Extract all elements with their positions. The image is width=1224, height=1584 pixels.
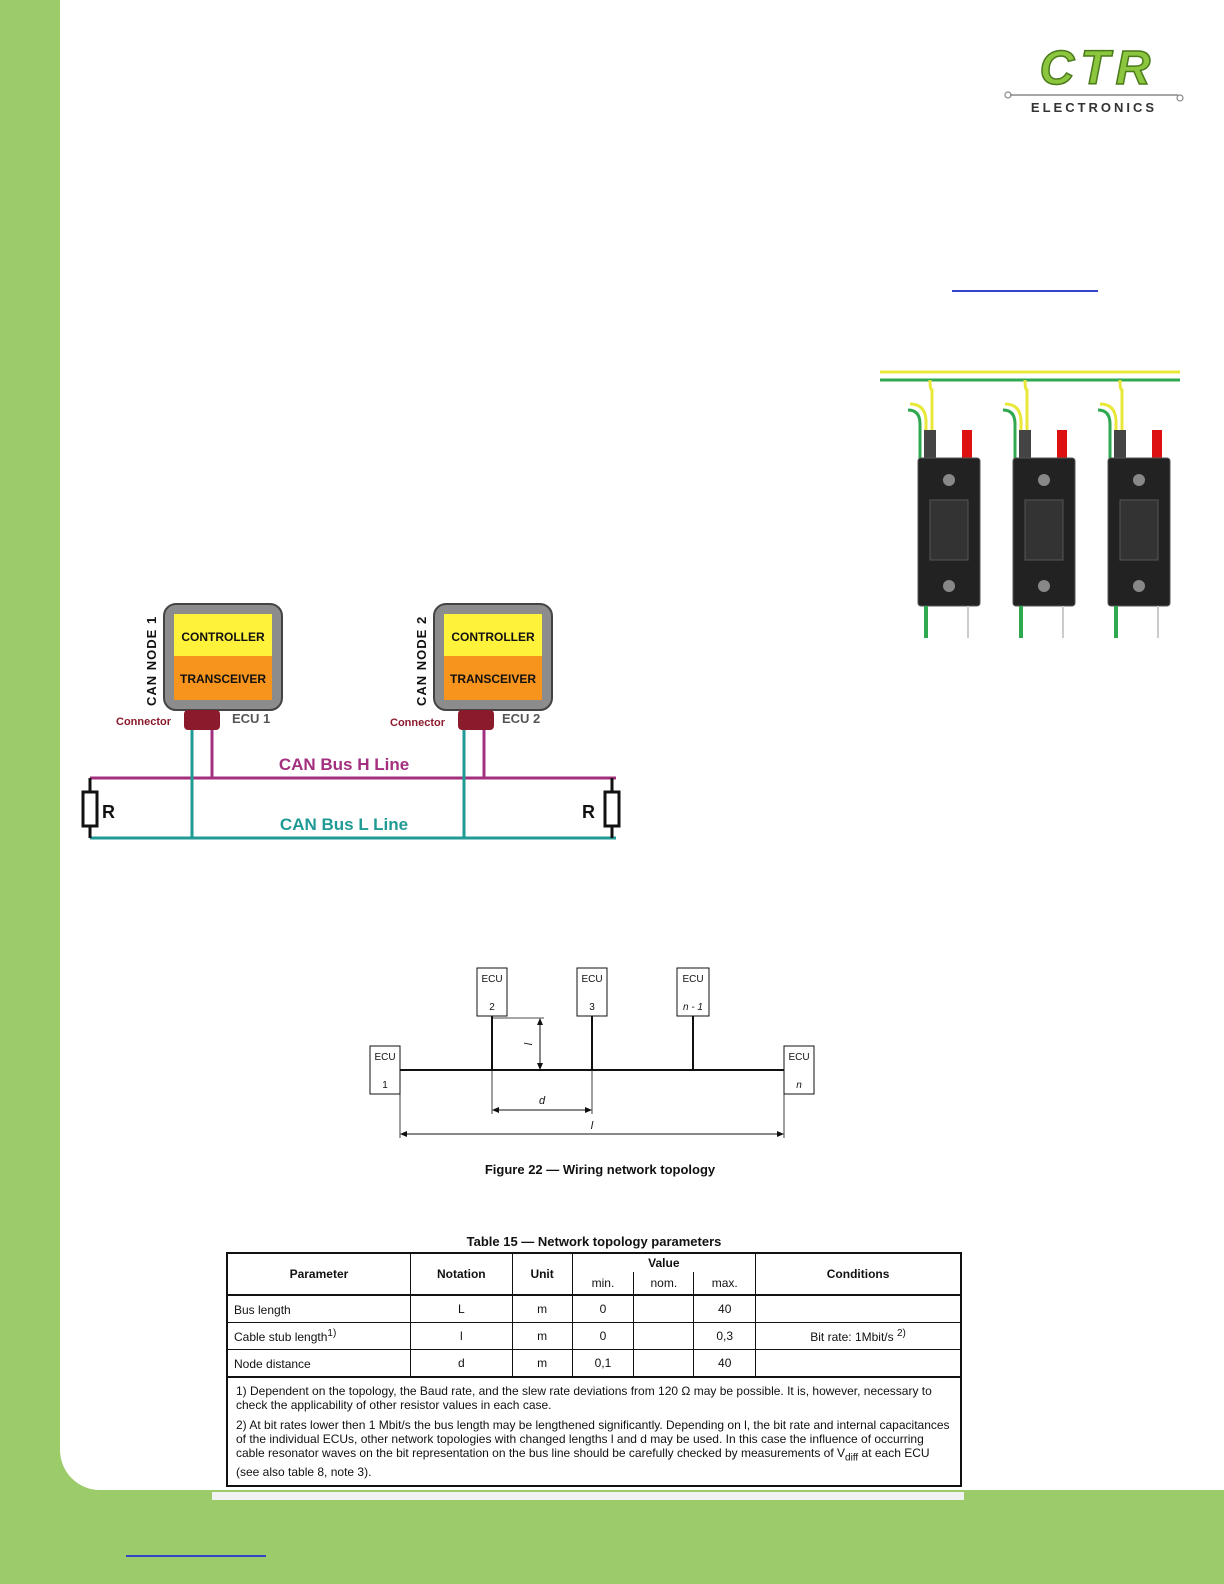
resistor-left-label: R xyxy=(102,802,115,822)
can-l-line-label: CAN Bus L Line xyxy=(280,815,408,834)
node2-ecu-label: ECU 2 xyxy=(502,711,540,726)
topology-ecu-1-title: ECU xyxy=(374,1052,395,1063)
node1-side-label: CAN NODE 1 xyxy=(144,616,159,706)
topology-ecu-n-minus-1-number: n - 1 xyxy=(683,1002,703,1013)
topology-ecu-n-title: ECU xyxy=(788,1052,809,1063)
connector-unit xyxy=(1097,379,1171,638)
connector-unit xyxy=(907,379,981,638)
logo-brand-text: CTR xyxy=(1040,42,1157,95)
node2-connector xyxy=(458,710,494,730)
node1-transceiver-label: TRANSCEIVER xyxy=(180,672,266,686)
node2-connector-label: Connector xyxy=(390,717,446,729)
can-cable-connectors-image xyxy=(880,370,1180,638)
cell-min: 0 xyxy=(571,1294,635,1323)
table-subheader-row: min. nom. max. xyxy=(227,1272,961,1296)
topology-ecu-n xyxy=(783,1045,815,1095)
cell-notation: L xyxy=(409,1294,513,1323)
termination-resistor-left: R xyxy=(81,778,115,838)
table-row: Node distance d m 0,1 40 xyxy=(226,1349,962,1378)
header-value: Value xyxy=(571,1252,757,1272)
topology-ecu-2-number: 2 xyxy=(489,1002,495,1013)
header-max: max. xyxy=(693,1272,757,1296)
node2-controller-label: CONTROLLER xyxy=(451,630,535,644)
topology-ecu-3-title: ECU xyxy=(581,974,602,985)
scan-edge xyxy=(212,1492,964,1500)
topology-ecu-1 xyxy=(369,1045,401,1095)
network-topology-parameters-table: Parameter Notation Unit Value Conditions… xyxy=(226,1252,962,1488)
cell-max: 40 xyxy=(693,1349,757,1378)
node1-controller-label: CONTROLLER xyxy=(181,630,265,644)
hyperlink-underline[interactable] xyxy=(952,290,1098,292)
topology-ecu-n-number: n xyxy=(796,1080,802,1091)
cell-nom xyxy=(633,1322,695,1350)
node1-controller-block xyxy=(174,614,272,656)
cell-nom xyxy=(633,1349,695,1378)
table-notes: 1) Dependent on the topology, the Baud r… xyxy=(226,1375,962,1487)
node2-side-label: CAN NODE 2 xyxy=(414,616,429,706)
header-parameter: Parameter xyxy=(226,1252,411,1296)
table-row: Cable stub length1) l m 0 0,3 Bit rate: … xyxy=(226,1322,962,1350)
can-bus-diagram: CAN NODE 1 CONTROLLER TRANSCEIVER Connec… xyxy=(81,603,621,840)
topology-ecu-3-number: 3 xyxy=(589,1002,595,1013)
topology-ecu-n-minus-1 xyxy=(676,967,710,1017)
logo-sub-text: ELECTRONICS xyxy=(1031,100,1157,115)
node2-controller-block xyxy=(444,614,542,656)
dimension-node-label: d xyxy=(539,1095,546,1107)
table-caption: Table 15 — Network topology parameters xyxy=(466,1234,722,1249)
topology-ecu-n-minus-1-title: ECU xyxy=(682,974,703,985)
wiring-topology-figure: ECU 1 ECU 2 ECU 3 ECU n - 1 ECU n l d l xyxy=(369,967,815,1138)
connector-unit xyxy=(1002,379,1076,638)
cell-parameter: Cable stub length1) xyxy=(226,1322,411,1350)
cell-unit: m xyxy=(511,1349,573,1378)
cell-conditions xyxy=(755,1349,962,1378)
cell-nom xyxy=(633,1294,695,1323)
cell-parameter: Node distance xyxy=(226,1349,411,1378)
node2-transceiver-block xyxy=(444,656,542,700)
cell-conditions xyxy=(755,1294,962,1323)
ctr-electronics-logo: CTR ELECTRONICS xyxy=(1004,41,1184,115)
page-sheet xyxy=(60,0,1224,1490)
cell-notation: l xyxy=(409,1322,513,1350)
figure-caption: Figure 22 — Wiring network topology xyxy=(484,1162,716,1177)
table-note-1: 1) Dependent on the topology, the Baud r… xyxy=(236,1384,932,1412)
can-h-line-label: CAN Bus H Line xyxy=(279,755,409,774)
table-header-row: Parameter Notation Unit Value Conditions xyxy=(226,1252,962,1296)
header-min: min. xyxy=(571,1272,635,1296)
topology-ecu-3 xyxy=(576,967,608,1017)
node1-transceiver-block xyxy=(174,656,272,700)
cell-parameter: Bus length xyxy=(226,1294,411,1323)
cell-unit: m xyxy=(511,1294,573,1323)
table-notes-row: 1) Dependent on the topology, the Baud r… xyxy=(226,1375,962,1487)
resistor-right-label: R xyxy=(582,802,595,822)
cell-conditions: Bit rate: 1Mbit/s 2) xyxy=(755,1322,962,1350)
topology-ecu-2-title: ECU xyxy=(481,974,502,985)
cell-notation: d xyxy=(409,1349,513,1378)
table-row: Bus length L m 0 40 xyxy=(226,1294,962,1323)
table-note-2: 2) At bit rates lower then 1 Mbit/s the … xyxy=(236,1418,950,1480)
node1-ecu-label: ECU 1 xyxy=(232,711,270,726)
node2-transceiver-label: TRANSCEIVER xyxy=(450,672,536,686)
cell-max: 40 xyxy=(693,1294,757,1323)
header-conditions: Conditions xyxy=(755,1252,962,1296)
topology-ecu-1-number: 1 xyxy=(382,1080,388,1091)
dimension-bus-label: l xyxy=(591,1120,594,1132)
node1-connector xyxy=(184,710,220,730)
cell-min: 0,1 xyxy=(571,1349,635,1378)
cell-min: 0 xyxy=(571,1322,635,1350)
cell-max: 0,3 xyxy=(693,1322,757,1350)
cell-unit: m xyxy=(511,1322,573,1350)
node1-connector-label: Connector xyxy=(116,716,172,728)
footer-hyperlink-underline[interactable] xyxy=(126,1555,266,1557)
header-notation: Notation xyxy=(409,1252,513,1296)
header-nom: nom. xyxy=(633,1272,695,1296)
dimension-stub-label: l xyxy=(523,1042,535,1045)
header-unit: Unit xyxy=(511,1252,573,1296)
termination-resistor-right: R xyxy=(582,778,621,838)
